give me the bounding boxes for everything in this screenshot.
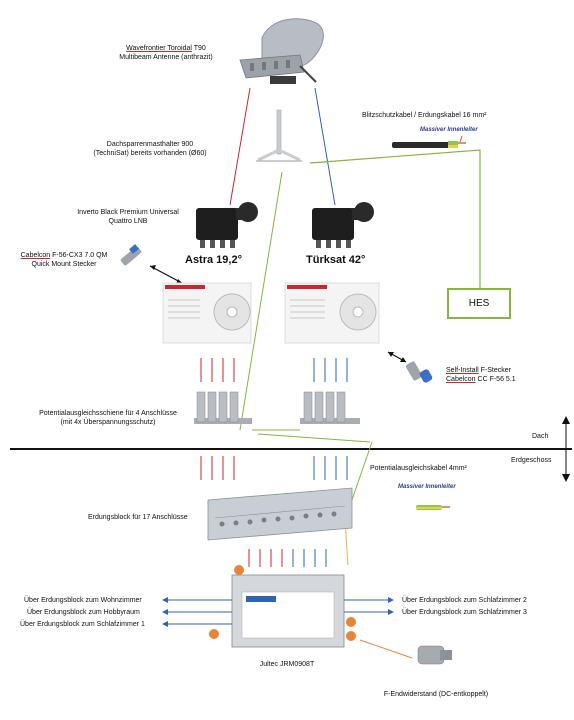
sat-astra-label: Astra 19,2° [185, 254, 242, 266]
potential-rail-line1: Potentialausgleichsschiene für 4 Anschlü… [39, 410, 177, 417]
self-install-label: Self-Install F-Stecker Cabelcon CC F-56 … [446, 366, 516, 384]
cabelcon-connector-image [120, 244, 142, 266]
terminator-line [359, 639, 413, 659]
lightning-cable-image [392, 135, 466, 148]
cable-dashes-lower [200, 456, 348, 480]
mast-label: Dachsparrenmasthalter 900 (TechniSat) be… [93, 140, 206, 158]
potential-cable-image [416, 505, 450, 510]
ground-cable-mast-rail [239, 171, 283, 431]
multiswitch-label: Jultec JRM0908T [259, 661, 315, 668]
antenna-brand: Wavefrontier Toroidal [126, 45, 192, 52]
cable-dashes-switch [248, 549, 327, 567]
potential-rail-line2: (mit 4x Überspannungsschutz) [60, 419, 156, 426]
cable-box-astra-image [162, 282, 252, 344]
massiver-innenleiter-top: Massiver Innenleiter [420, 127, 478, 133]
cable-box-turksat-image [284, 282, 380, 344]
multiswitch-image [209, 565, 356, 648]
self-install-line1: Self-Install [446, 367, 479, 374]
antenna-blue-cable [314, 87, 336, 206]
ground-cable-mast-hes [309, 149, 481, 288]
mast-line1: Dachsparrenmasthalter 900 [106, 141, 194, 148]
cabelcon-brand: Cabelcon [20, 252, 51, 259]
antenna-image [239, 18, 324, 84]
cable-dashes-upper [200, 358, 348, 382]
mast-holder-image [256, 109, 302, 162]
out-wohnzimmer-label: Über Erdungsblock zum Wohnzimmer [24, 597, 142, 604]
rail-ground-cable [257, 433, 371, 443]
output-arrows [162, 597, 394, 627]
arrow-cabelcon-cable [149, 265, 183, 284]
self-install-connector-image [405, 361, 433, 383]
potential-cable-label: Potentialausgleichskabel 4mm² [370, 465, 467, 472]
antenna-line2: Multibeam Antenne (anthrazit) [119, 54, 213, 61]
mast-line2: (TechniSat) bereits vorhanden (Ø60) [93, 150, 207, 157]
antenna-red-cable [229, 87, 251, 206]
antenna-label: Wavefrontier Toroidal T90 Multibeam Ante… [119, 44, 212, 62]
hes-box: HES [447, 288, 511, 319]
erdgeschoss-label: Erdgeschoss [511, 457, 552, 464]
dach-label: Dach [532, 433, 549, 440]
massiver-innenleiter-bottom: Massiver Innenleiter [398, 484, 456, 490]
potential-rail-turksat-image [300, 391, 360, 424]
lnb-line1: Inverto Black Premium Universal [77, 209, 179, 216]
self-install-line1b: F-Stecker [478, 367, 511, 374]
sat-turksat-label: Türksat 42° [306, 254, 366, 266]
grounding-block-label: Erdungsblock für 17 Anschlüsse [88, 514, 188, 521]
out-schlafzimmer3-label: Über Erdungsblock zum Schlafzimmer 3 [402, 609, 527, 616]
out-hobbyraum-label: Über Erdungsblock zum Hobbyraum [27, 609, 140, 616]
grounding-block-image [207, 487, 353, 541]
lnb-label: Inverto Black Premium Universal Quattro … [77, 208, 179, 226]
cabelcon-label: Cabelcon F-56-CX3 7.0 QM Quick Mount Ste… [21, 251, 108, 269]
out-schlafzimmer1-label: Über Erdungsblock zum Schlafzimmer 1 [20, 621, 145, 628]
lnb-astra-image [196, 202, 258, 248]
cabelcon-line2: Quick Mount Stecker [31, 261, 97, 268]
lnb-line2: Quattro LNB [108, 218, 148, 225]
potential-rail-astra-image [194, 391, 252, 424]
self-install-line2a: Cabelcon [446, 376, 476, 383]
cabelcon-model: F-56-CX3 7.0 QM [50, 252, 108, 259]
f-terminator-label: F-Endwiderstand (DC-entkoppelt) [383, 691, 489, 698]
out-schlafzimmer2-label: Über Erdungsblock zum Schlafzimmer 2 [402, 597, 527, 604]
lightning-cable-label: Blitzschutzkabel / Erdungskabel 16 mm² [362, 112, 487, 119]
antenna-model: T90 [191, 45, 206, 52]
potential-rail-label: Potentialausgleichsschiene für 4 Anschlü… [39, 409, 177, 427]
f-terminator-image [417, 645, 452, 665]
lnb-turksat-image [312, 202, 374, 248]
self-install-line2b: CC F-56 5.1 [475, 376, 516, 383]
